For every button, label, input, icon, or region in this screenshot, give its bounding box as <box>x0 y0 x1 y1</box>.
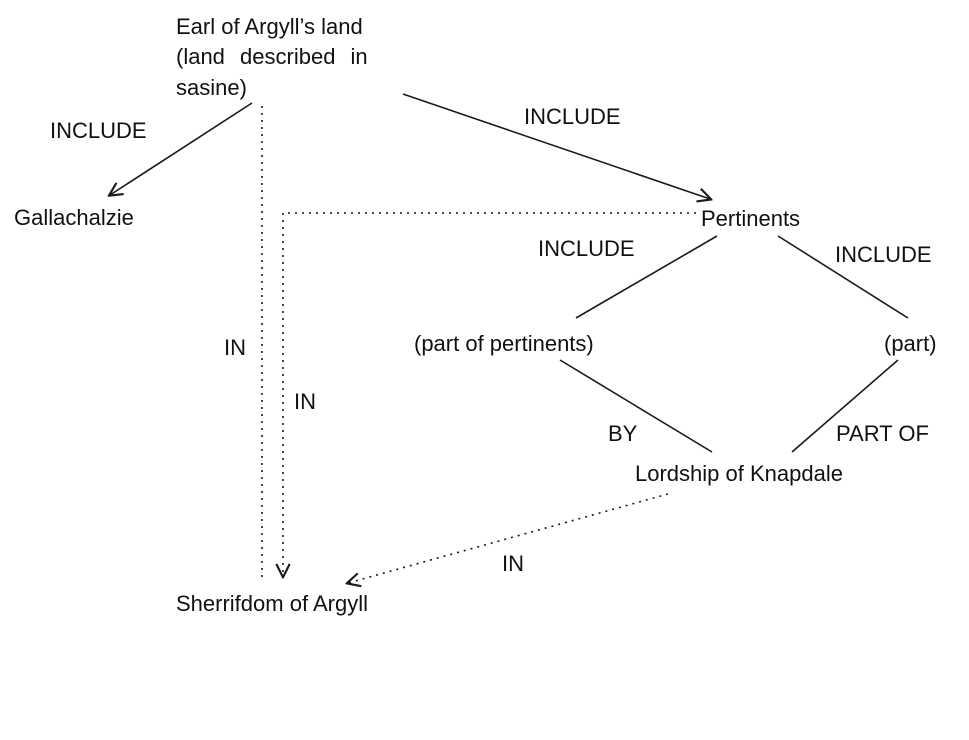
edge-part-of-pertinents-to-lordship <box>559 359 713 453</box>
edge-label-by: BY <box>608 421 638 446</box>
node-earl-of-argylls-land: Earl of Argyll’s land (land described in… <box>176 12 408 103</box>
edge-part-to-lordship <box>791 359 899 453</box>
edge-pertinents-to-part-of-pertinents <box>575 235 718 319</box>
edge-label-in-right: IN <box>294 389 316 414</box>
node-pertinents: Pertinents <box>701 206 801 231</box>
node-part-of-pertinents: (part of pertinents) <box>414 331 594 356</box>
edge-label-include-part-of-pertinents: INCLUDE <box>538 236 635 261</box>
node-part: (part) <box>884 331 937 356</box>
edge-label-in-bottom: IN <box>502 551 524 576</box>
node-earl-line3: sasine) <box>176 74 247 100</box>
edge-earl-to-pertinents <box>402 93 710 199</box>
edge-label-include-gallachalzie: INCLUDE <box>50 118 147 143</box>
edge-earl-to-gallachalzie <box>110 102 253 195</box>
edge-label-include-part: INCLUDE <box>835 242 932 267</box>
node-lordship-of-knapdale: Lordship of Knapdale <box>635 461 843 486</box>
edge-label-in-left: IN <box>224 335 246 360</box>
edge-label-part-of: PART OF <box>836 421 929 446</box>
node-sherrifdom-of-argyll: Sherrifdom of Argyll <box>176 591 368 616</box>
node-earl-line1: Earl of Argyll’s land <box>176 14 363 39</box>
node-earl-line2: (land described in <box>176 44 368 70</box>
edge-pertinents-to-sherrifdom-dotted <box>283 212 696 576</box>
node-gallachalzie: Gallachalzie <box>14 205 134 230</box>
edge-pertinents-to-part <box>777 235 909 319</box>
edge-label-include-pertinents: INCLUDE <box>524 104 621 129</box>
